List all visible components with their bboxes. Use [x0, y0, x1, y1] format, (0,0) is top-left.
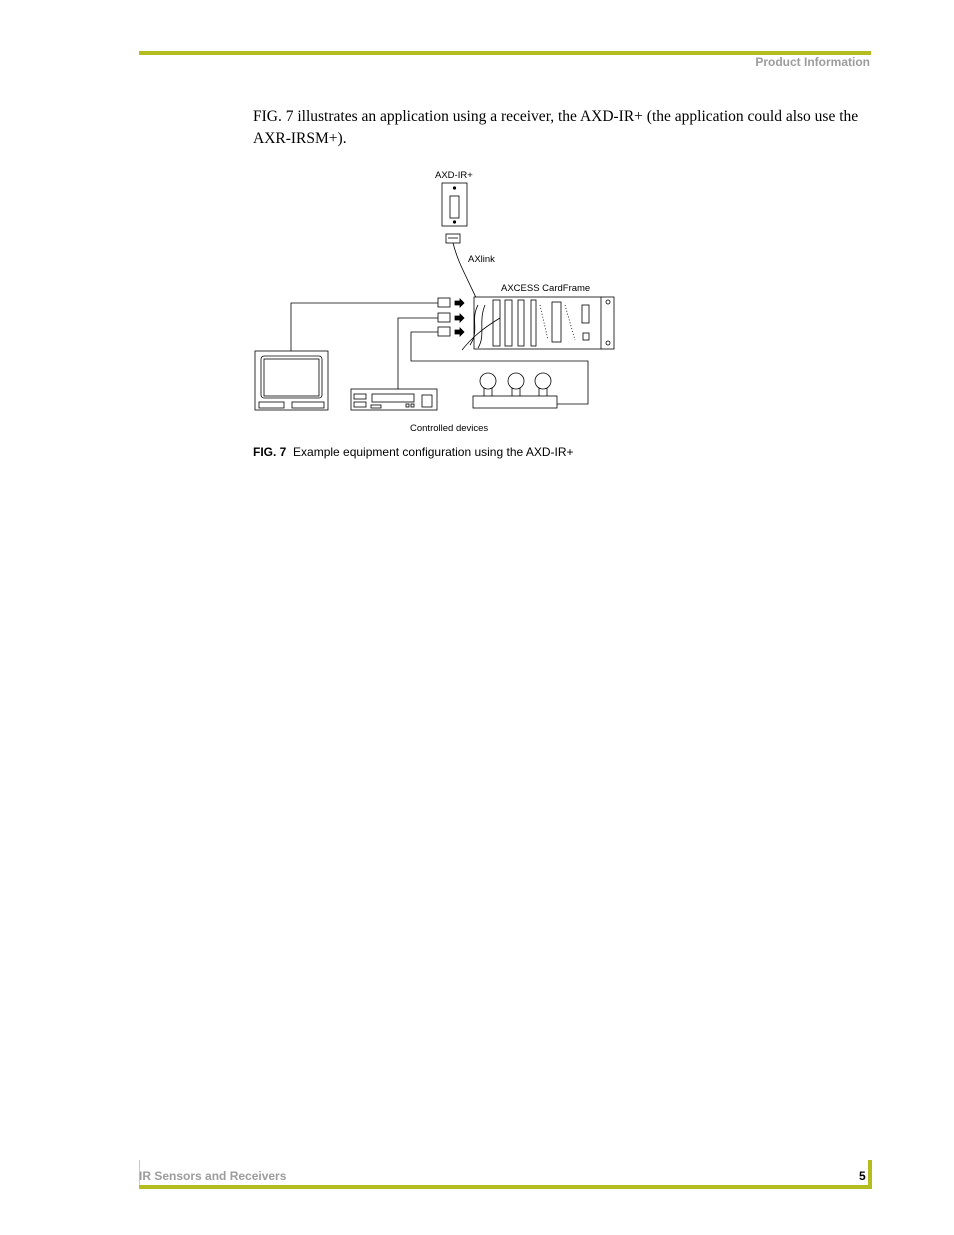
axcess-cardframe	[473, 296, 615, 350]
caption-number: FIG. 7	[253, 445, 287, 459]
section-title: Product Information	[755, 55, 870, 69]
footer-tick	[139, 1160, 140, 1186]
doc-title: IR Sensors and Receivers	[139, 1169, 287, 1183]
figure-caption: FIG. 7 Example equipment configuration u…	[253, 445, 574, 459]
lighting-device	[472, 372, 558, 409]
vcr-device	[350, 388, 438, 411]
body-paragraph: FIG. 7 illustrates an application using …	[253, 108, 859, 147]
axd-ir-device	[441, 182, 468, 244]
footer-rule	[139, 1185, 871, 1189]
monitor	[254, 350, 329, 411]
label-cardframe: AXCESS CardFrame	[501, 283, 591, 294]
ir-emitters	[437, 297, 465, 337]
header-rule	[139, 51, 871, 55]
caption-text: Example equipment configuration using th…	[293, 445, 574, 459]
label-controlled-devices: Controlled devices	[410, 423, 489, 434]
label-axd-ir: AXD-IR+	[435, 170, 473, 181]
footer-page-bar	[868, 1160, 872, 1189]
equipment-diagram: AXD-IR+ AXlink AXCESS CardFrame Controll…	[250, 165, 620, 435]
page-number: 5	[859, 1169, 866, 1183]
label-axlink: AXlink	[468, 254, 495, 265]
